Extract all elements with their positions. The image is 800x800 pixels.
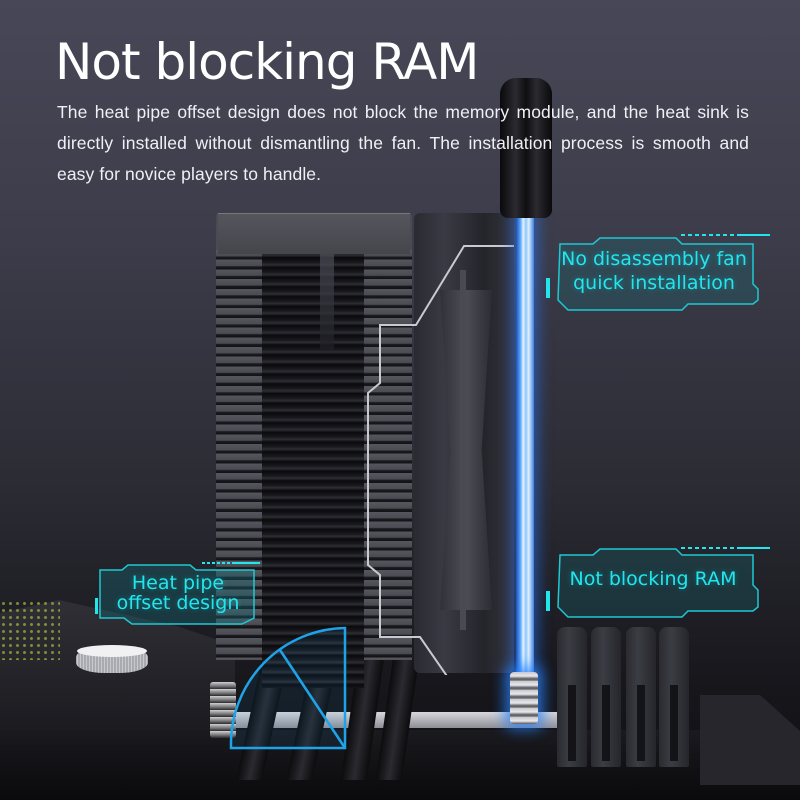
screwdriver-shaft: [516, 215, 534, 675]
callout-line: Heat pipe: [131, 572, 225, 594]
motherboard-led-dots: [0, 600, 60, 660]
heatsink-top-cap: [218, 213, 410, 254]
page-title: Not blocking RAM: [55, 33, 479, 91]
ram-module: [591, 627, 621, 767]
ram-module: [557, 627, 587, 767]
description: The heat pipe offset design does not blo…: [57, 102, 749, 184]
callout-heat-pipe-offset: Heat pipe offset design: [92, 562, 260, 628]
fan-strut: [460, 270, 466, 630]
callout-no-disassembly-fan: No disassembly fan quick installation: [546, 234, 770, 311]
callout-frame: [546, 234, 770, 311]
callout-text: No disassembly fan quick installation: [548, 247, 760, 295]
callout-line: No disassembly fan: [561, 248, 747, 270]
callout-line: quick installation: [573, 272, 735, 294]
ram-module: [626, 627, 656, 767]
fan-clip-wire: [367, 245, 514, 675]
heatsink-highlight: [320, 250, 334, 350]
callout-frame: [546, 547, 770, 618]
callout-text: Heat pipe offset design: [108, 573, 248, 613]
screwdriver-tip-screw: [510, 672, 538, 724]
thumb-screw-top: [77, 645, 147, 657]
callout-text: Not blocking RAM: [569, 568, 737, 590]
angle-icon: [229, 626, 347, 750]
ram-module: [659, 627, 689, 767]
heatsink-core: [262, 248, 364, 688]
callout-line: offset design: [116, 592, 240, 614]
callout-not-blocking-ram: Not blocking RAM: [546, 545, 770, 618]
callout-frame: [95, 562, 260, 625]
motherboard-vrm: [700, 695, 800, 785]
screwdriver-icon: [500, 78, 552, 218]
